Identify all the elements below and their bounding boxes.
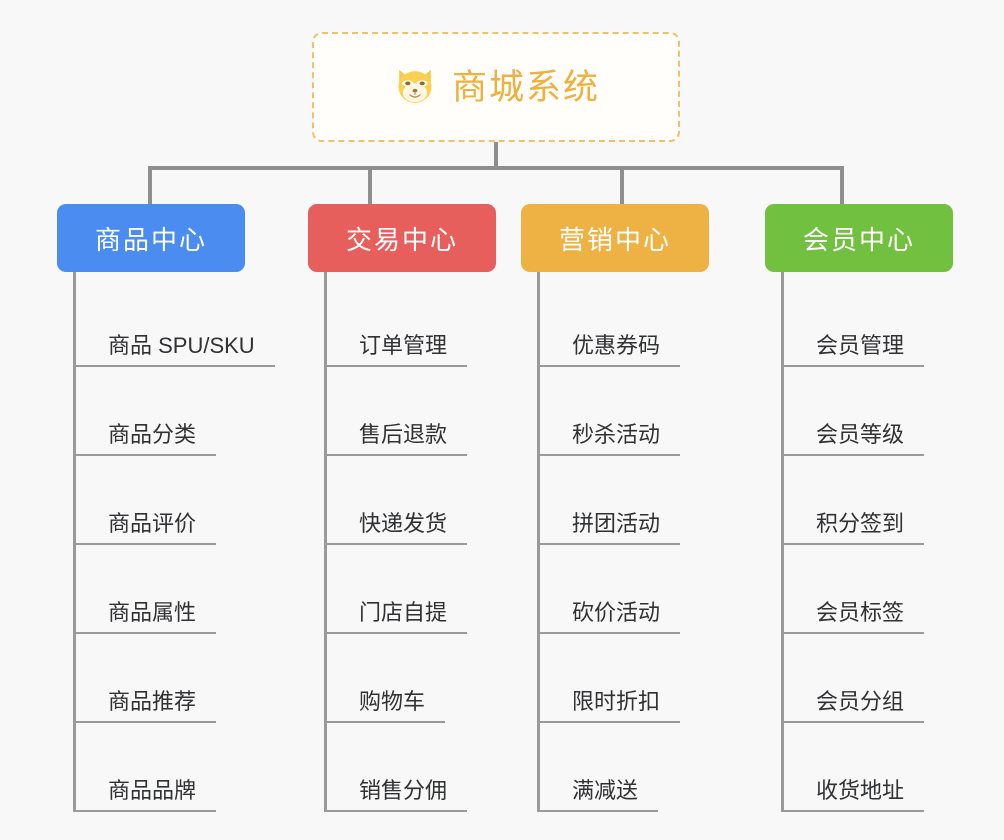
branch-column-2: 交易中心 订单管理 售后退款 快递发货 门店自提 购物车 销售分佣: [251, 204, 502, 812]
leaf-label: 商品推荐: [76, 689, 217, 723]
category-header-1[interactable]: 商品中心: [57, 204, 245, 272]
branch-column-3: 营销中心 优惠券码 秒杀活动 拼团活动 砍价活动 限时折扣 满减送: [502, 204, 753, 812]
list-item[interactable]: 优惠券码: [540, 278, 681, 367]
list-item[interactable]: 限时折扣: [540, 634, 681, 723]
list-item[interactable]: 快递发货: [327, 456, 468, 545]
list-item[interactable]: 商品分类: [76, 367, 275, 456]
leaf-label: 会员标签: [784, 600, 925, 634]
list-item[interactable]: 拼团活动: [540, 456, 681, 545]
leaf-label: 快递发货: [327, 511, 468, 545]
category-header-3-label: 营销中心: [558, 224, 671, 255]
list-item[interactable]: 收货地址: [784, 723, 925, 812]
leaf-label: 售后退款: [327, 422, 468, 456]
leaf-label: 商品 SPU/SKU: [76, 333, 275, 367]
connector-drop-2: [368, 166, 372, 206]
leaf-label: 满减送: [540, 778, 659, 812]
leaf-label: 订单管理: [327, 333, 468, 367]
leaf-label: 会员管理: [784, 333, 925, 367]
root-title: 商城系统: [451, 67, 600, 107]
list-item[interactable]: 砍价活动: [540, 545, 681, 634]
connector-drop-1: [148, 166, 152, 206]
connector-drop-4: [840, 166, 844, 206]
category-header-3[interactable]: 营销中心: [521, 204, 709, 272]
leaf-label: 商品品牌: [76, 778, 217, 812]
branch-column-4: 会员中心 会员管理 会员等级 积分签到 会员标签 会员分组 收货地址: [753, 204, 1004, 812]
list-item[interactable]: 商品属性: [76, 545, 275, 634]
branch-body-4: 会员管理 会员等级 积分签到 会员标签 会员分组 收货地址: [781, 272, 925, 812]
list-item[interactable]: 门店自提: [327, 545, 468, 634]
connector-root-stem: [494, 142, 498, 168]
list-item[interactable]: 订单管理: [327, 278, 468, 367]
leaf-label: 积分签到: [784, 511, 925, 545]
leaf-label: 会员等级: [784, 422, 925, 456]
leaf-label: 秒杀活动: [540, 422, 681, 456]
list-item[interactable]: 会员标签: [784, 545, 925, 634]
list-item[interactable]: 商品 SPU/SKU: [76, 278, 275, 367]
branch-columns: 商品中心 商品 SPU/SKU 商品分类 商品评价 商品属性 商品推荐 商品品牌…: [0, 204, 1004, 812]
list-item[interactable]: 会员管理: [784, 278, 925, 367]
list-item[interactable]: 会员等级: [784, 367, 925, 456]
category-header-4[interactable]: 会员中心: [765, 204, 953, 272]
list-item[interactable]: 会员分组: [784, 634, 925, 723]
leaf-label: 限时折扣: [540, 689, 681, 723]
list-item[interactable]: 秒杀活动: [540, 367, 681, 456]
branch-body-3: 优惠券码 秒杀活动 拼团活动 砍价活动 限时折扣 满减送: [537, 272, 681, 812]
leaf-label: 购物车: [327, 689, 446, 723]
list-item[interactable]: 售后退款: [327, 367, 468, 456]
leaf-label: 优惠券码: [540, 333, 681, 367]
leaf-label: 拼团活动: [540, 511, 681, 545]
category-header-2[interactable]: 交易中心: [308, 204, 496, 272]
leaf-label: 门店自提: [327, 600, 468, 634]
shiba-dog-icon: [398, 69, 432, 105]
leaf-label: 销售分佣: [327, 778, 468, 812]
category-header-2-label: 交易中心: [345, 224, 458, 255]
list-item[interactable]: 购物车: [327, 634, 467, 723]
leaf-label: 收货地址: [784, 778, 925, 812]
list-item[interactable]: 商品品牌: [76, 723, 275, 812]
list-item[interactable]: 商品推荐: [76, 634, 275, 723]
leaf-label: 商品评价: [76, 511, 217, 545]
root-node[interactable]: 商城系统: [312, 32, 680, 142]
list-item[interactable]: 积分签到: [784, 456, 925, 545]
leaf-label: 砍价活动: [540, 600, 681, 634]
connector-horizontal-bus: [148, 166, 844, 170]
connector-drop-3: [620, 166, 624, 206]
category-header-1-label: 商品中心: [94, 224, 207, 255]
branch-column-1: 商品中心 商品 SPU/SKU 商品分类 商品评价 商品属性 商品推荐 商品品牌: [0, 204, 275, 812]
leaf-label: 商品分类: [76, 422, 217, 456]
branch-body-1: 商品 SPU/SKU 商品分类 商品评价 商品属性 商品推荐 商品品牌: [73, 272, 275, 812]
list-item[interactable]: 满减送: [540, 723, 680, 812]
list-item[interactable]: 商品评价: [76, 456, 275, 545]
branch-body-2: 订单管理 售后退款 快递发货 门店自提 购物车 销售分佣: [324, 272, 468, 812]
leaf-label: 商品属性: [76, 600, 217, 634]
category-header-4-label: 会员中心: [802, 224, 915, 255]
list-item[interactable]: 销售分佣: [327, 723, 468, 812]
leaf-label: 会员分组: [784, 689, 925, 723]
